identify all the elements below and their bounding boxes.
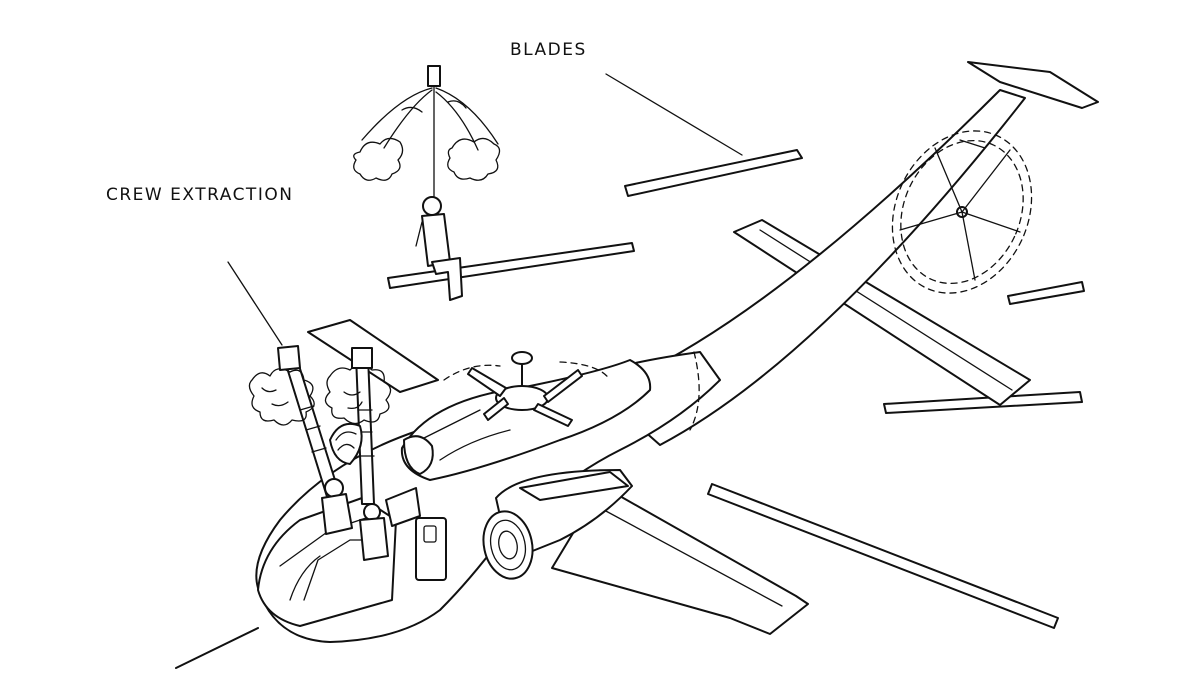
jettisoned-blades: [387, 149, 1085, 629]
blade-4: [883, 391, 1083, 414]
cockpit-window: [385, 487, 421, 527]
crew-extraction-leader-line: [227, 261, 283, 346]
ejected-crew-figure-icon: [353, 65, 501, 301]
blades-leader-line: [605, 73, 743, 156]
crew-extraction-label: CREW EXTRACTION: [106, 185, 294, 205]
parachute-canopy-right: [447, 137, 501, 181]
nose-probe: [175, 627, 259, 669]
parachute-canopy-left: [353, 137, 404, 181]
side-door: [415, 517, 447, 581]
extraction-blast-plumes: [248, 345, 392, 426]
engine-intake-icon: [482, 510, 534, 580]
rotor-hub-icon: [443, 351, 611, 427]
blade-3: [1007, 281, 1085, 305]
tail-boom: [599, 89, 1026, 446]
blades-label: BLADES: [510, 40, 587, 60]
tail-rotor-icon: [891, 130, 1033, 294]
vertical-fin-tip: [967, 61, 1099, 109]
blade-5: [707, 483, 1059, 629]
blade-2: [387, 242, 635, 289]
right-wing: [551, 494, 809, 635]
left-engine-intake: [403, 435, 434, 475]
blade-1: [624, 149, 803, 197]
seated-crew: [321, 478, 389, 561]
